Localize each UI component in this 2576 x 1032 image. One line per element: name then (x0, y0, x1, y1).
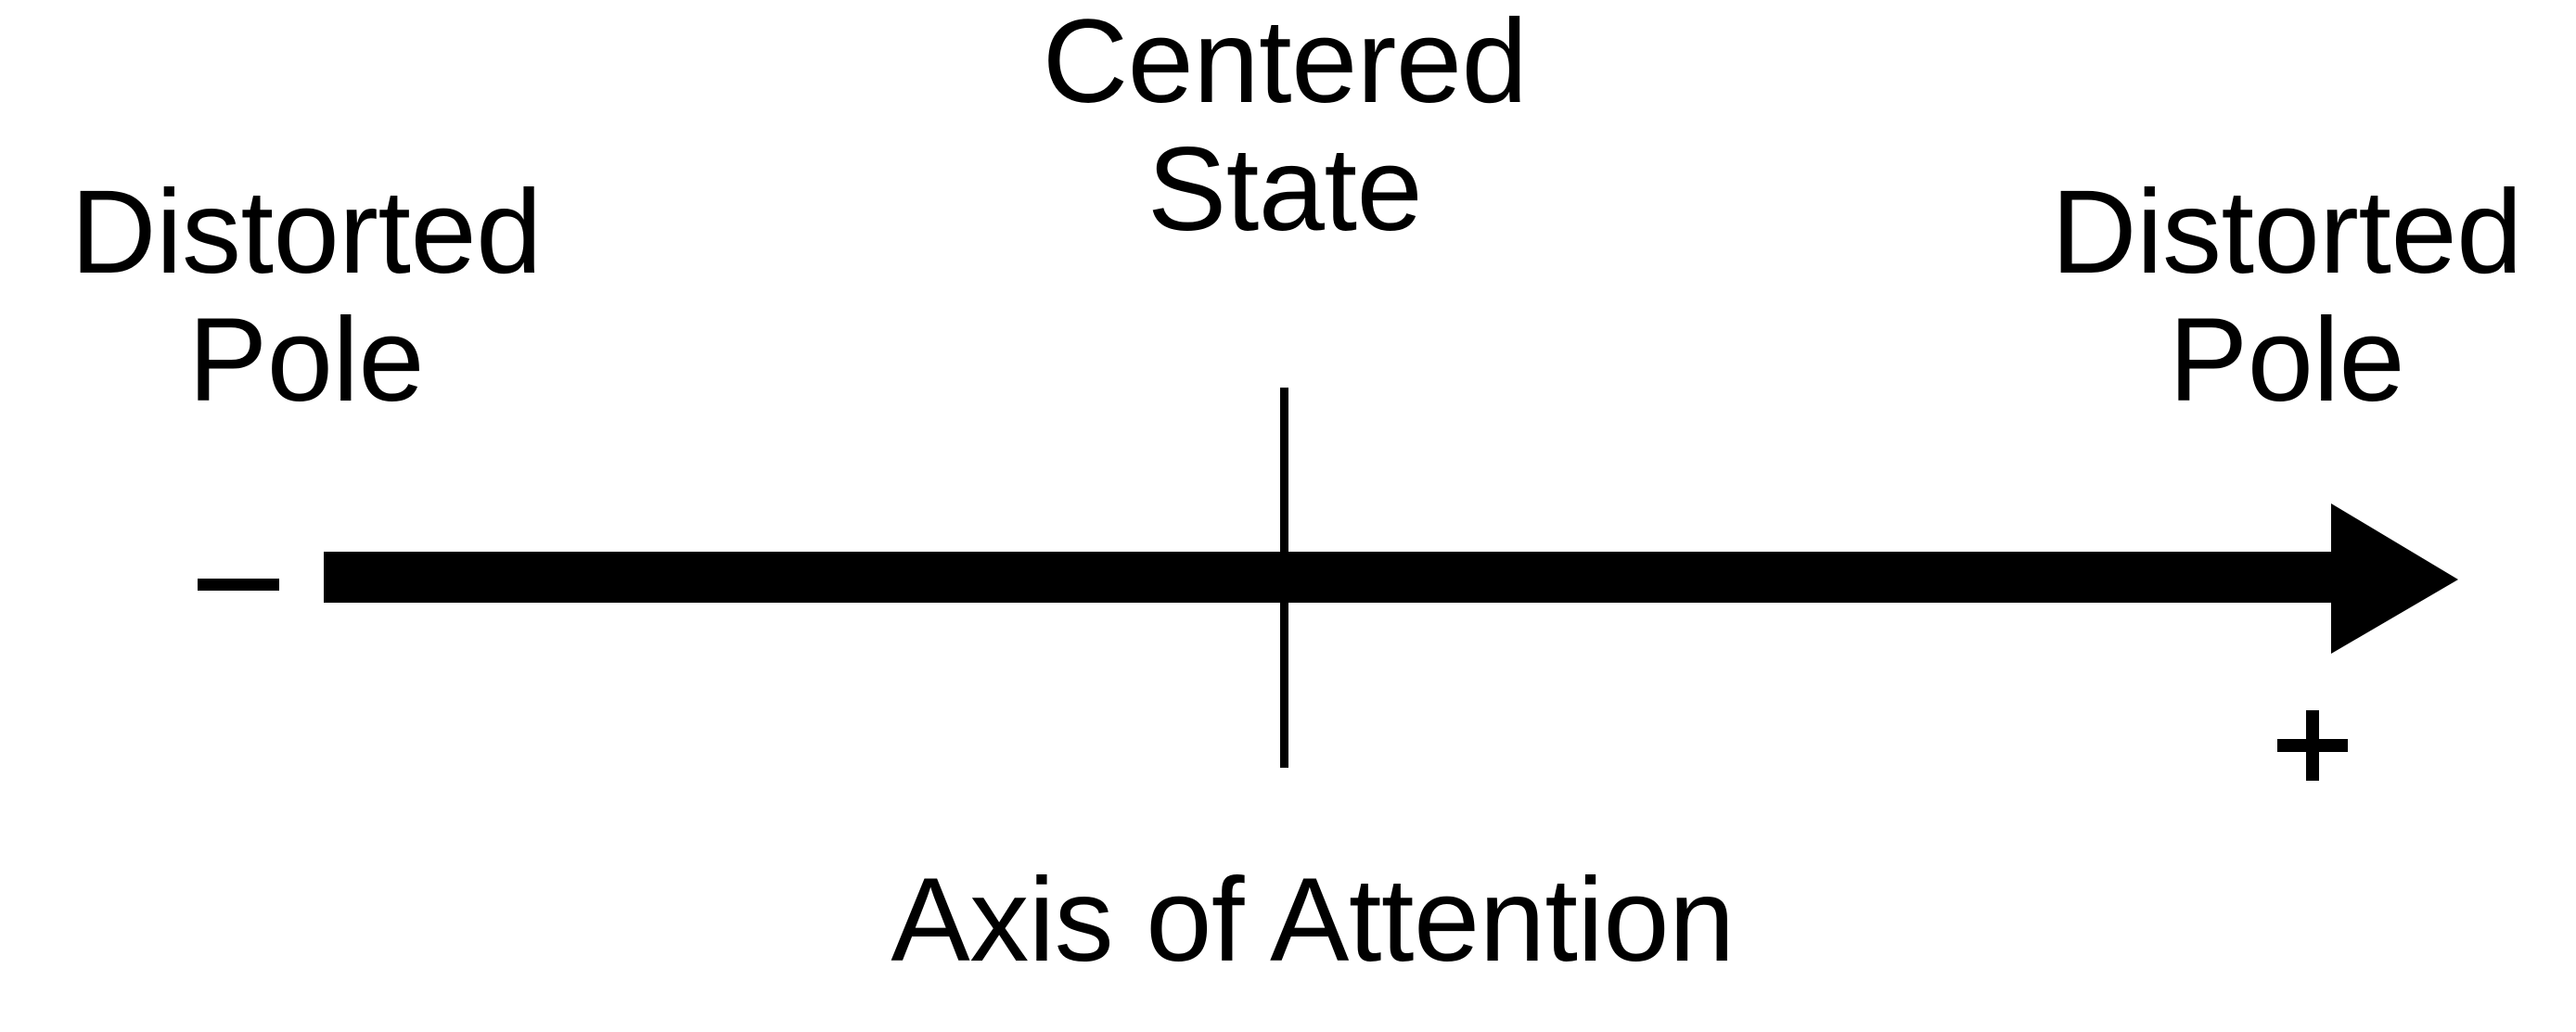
center-state-label: Centered State (997, 0, 1572, 254)
center-state-label-line1: Centered (1042, 0, 1528, 128)
plus-sign-vertical-bar (2306, 710, 2319, 781)
left-pole-label-line2: Pole (187, 294, 425, 427)
axis-arrow-head (2331, 503, 2458, 654)
right-pole-label-line2: Pole (2168, 294, 2405, 427)
plus-sign-icon (2277, 710, 2348, 781)
minus-sign-icon (198, 579, 279, 591)
axis-title-label-line1: Axis of Attention (891, 854, 1735, 987)
axis-arrow-shaft (324, 552, 2331, 603)
right-pole-label: Distorted Pole (1999, 166, 2574, 427)
left-pole-label: Distorted Pole (19, 166, 594, 427)
right-pole-label-line1: Distorted (2051, 166, 2522, 299)
axis-title-label: Axis of Attention (737, 854, 1888, 987)
axis-arrow-icon (324, 503, 2458, 654)
left-pole-label-line1: Distorted (70, 166, 542, 299)
center-state-label-line2: State (1147, 123, 1423, 257)
